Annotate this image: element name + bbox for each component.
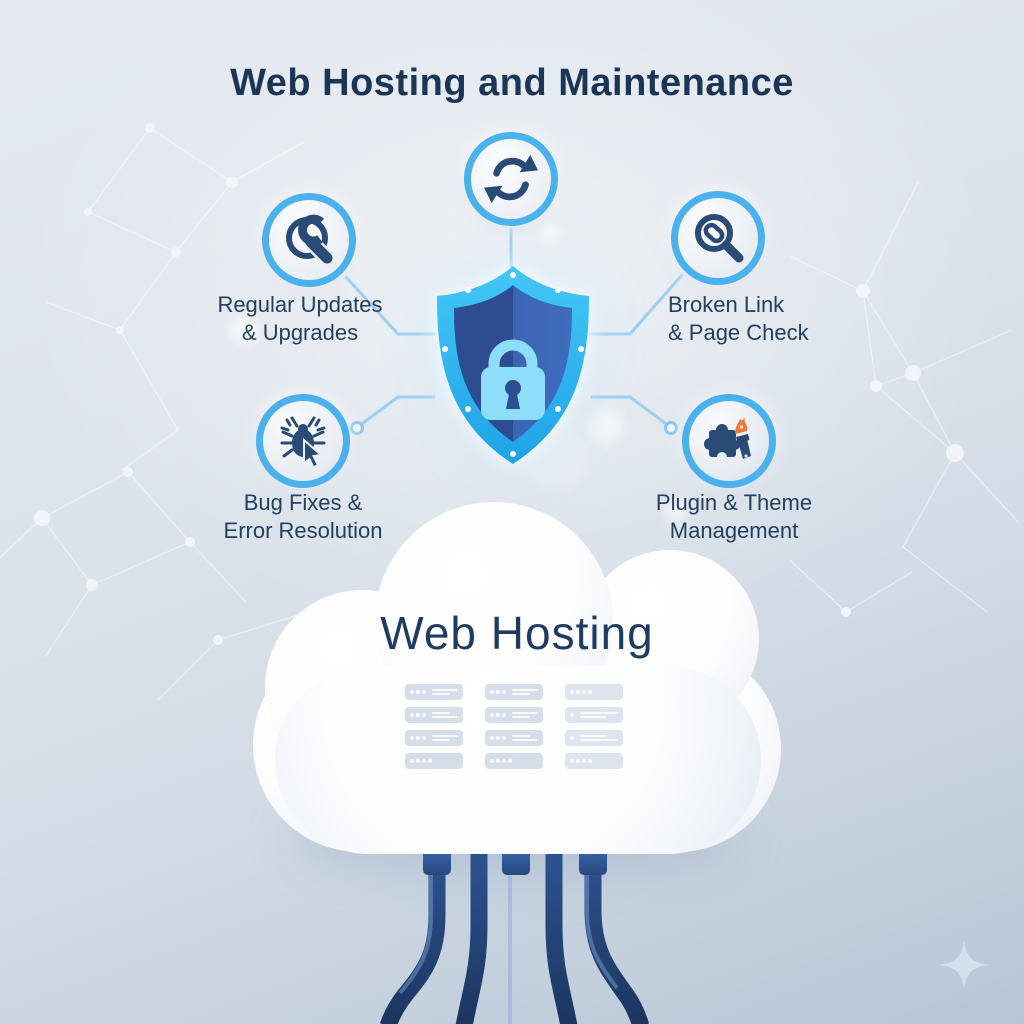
server-unit [485,730,543,746]
puzzle-brush-icon [704,417,751,462]
server-unit [405,753,463,769]
server-unit [565,707,623,723]
node-plugin-theme [682,394,776,488]
server-unit [405,684,463,700]
label-line: & Page Check [668,320,809,345]
soft-glow-dot [230,316,258,344]
label-line: & Upgrades [241,320,359,345]
sparkle-icon [939,940,989,990]
cloud-body [275,666,761,854]
node-regular-updates [262,193,356,287]
node-sync [464,132,558,226]
label-bug-fixes: Bug Fixes & Error Resolution [181,489,425,545]
bug-cursor-icon [280,416,326,469]
soft-glow-dot [664,500,688,524]
server-unit [485,684,543,700]
shield-lock-icon [428,261,598,471]
server-racks [405,684,623,769]
server-unit [485,707,543,723]
server-unit [485,753,543,769]
web-hosting-cloud: Web Hosting [253,498,781,858]
server-unit [565,753,623,769]
sync-arrows-icon [484,154,538,204]
label-regular-updates: Regular Updates & Upgrades [178,291,422,347]
search-link-icon [695,214,744,263]
server-rack-column [405,684,463,769]
node-broken-link [671,191,765,285]
cloud-title: Web Hosting [380,607,654,659]
server-unit [405,730,463,746]
label-plugin-theme: Plugin & Theme Management [612,489,856,545]
server-rack-column [485,684,543,769]
label-line: Broken Link [668,292,785,317]
server-unit [565,730,623,746]
server-unit [565,684,623,700]
page-title: Web Hosting and Maintenance [230,62,794,104]
label-line: Management [669,518,799,543]
server-unit [405,707,463,723]
soft-glow-dot [540,224,558,242]
soft-glow-dot [588,408,624,444]
node-bug-fixes [256,394,350,488]
wrench-icon [286,214,337,268]
label-broken-link: Broken Link & Page Check [668,291,912,347]
label-line: Error Resolution [223,518,383,543]
label-line: Bug Fixes & [243,490,363,515]
label-line: Plugin & Theme [655,490,813,515]
server-rack-column [565,684,623,769]
label-line: Regular Updates [217,292,383,317]
